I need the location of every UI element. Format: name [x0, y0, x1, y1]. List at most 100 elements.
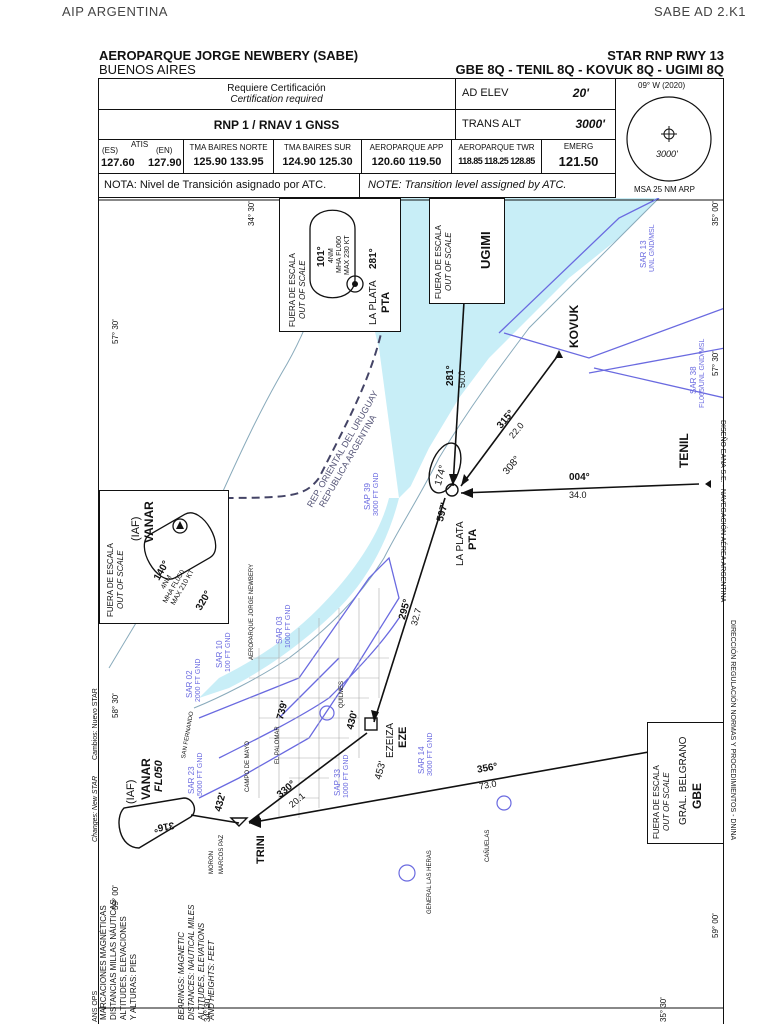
- twr-cell: AEROPARQUE TWR 118.85 118.25 128.85: [452, 140, 542, 174]
- sar13-limits: UNL GND/MSL: [649, 224, 656, 272]
- place-quilmes: QUILMES: [339, 680, 345, 708]
- change-en: Changes: New STAR: [92, 775, 99, 842]
- vanar-hold-iaf: (IAF): [130, 516, 142, 541]
- pta-inset-id: PTA: [380, 291, 392, 313]
- sap39-limits: 3000 FT GND: [373, 472, 380, 516]
- msa-altitude: 3000': [656, 149, 678, 159]
- vanar-holding-pattern: [143, 512, 217, 580]
- nav-spec: RNP 1 / RNAV 1 GNSS: [98, 110, 456, 140]
- pta-inset-name: LA PLATA: [368, 280, 379, 325]
- grid-lon-3530: 35° 30': [659, 997, 668, 1022]
- gbe-inset: FUERA DE ESCALA OUT OF SCALE GRAL. BELGR…: [647, 722, 723, 844]
- atis-freq-es: 127.60: [101, 157, 135, 169]
- atis-es: (ES): [102, 146, 118, 155]
- tenil-course: 004°: [569, 472, 590, 483]
- tenil-fix: TENIL: [677, 433, 691, 468]
- app-freqs: 120.60 119.50: [371, 156, 442, 168]
- pta-hold-outbound: 281°: [368, 248, 379, 269]
- pta-name: LA PLATA: [455, 521, 466, 566]
- pta-holding-inset: FUERA DE ESCALA OUT OF SCALE 101° 4NM MH…: [279, 198, 401, 332]
- place-aeroparque: AEROPARQUE JORGE NEWBERY: [249, 563, 255, 660]
- publication-header: AIP ARGENTINA: [62, 4, 168, 19]
- pta-hold-mha: MHA FL060: [336, 236, 343, 273]
- atis-label: ATIS: [131, 140, 149, 149]
- tma-sur-cell: TMA BAIRES SUR 124.90 125.30: [274, 140, 362, 174]
- sap33-label: SAP 33: [333, 769, 342, 796]
- sar10-limits: 100 FT GND: [225, 632, 232, 672]
- gbe-oos-es: FUERA DE ESCALA: [652, 765, 661, 839]
- procedure-routes: GBE 8Q - TENIL 8Q - KOVUK 8Q - UGIMI 8Q: [455, 62, 724, 77]
- cert-es: Requiere Certificación: [227, 82, 326, 94]
- sar13-label: SAR 13: [639, 240, 648, 268]
- tma-norte-freqs: 125.90 133.95: [193, 156, 264, 168]
- vanar-fix: VANAR: [139, 758, 153, 800]
- sar02-label: SAR 02: [185, 670, 194, 698]
- grid-lat-5900-right: 59° 00': [711, 913, 720, 938]
- note-en: NOTE: Transition level assigned by ATC.: [360, 174, 616, 198]
- chart-map: FUERA DE ESCALA OUT OF SCALE 101° 4NM MH…: [98, 198, 724, 1024]
- remark-es-4: Y ALTURAS: PIES: [129, 954, 138, 1020]
- remark-en-4: AND HEIGHTS: FEET: [207, 940, 216, 1020]
- eze-id: EZE: [397, 726, 409, 748]
- twr-freqs: 118.85 118.25 128.85: [458, 156, 535, 166]
- grid-lon-3430-top: 34° 30': [247, 201, 256, 226]
- msa-circle: [626, 96, 712, 182]
- remark-es-2: DISTANCIAS MILLAS NÁUTICAS: [109, 899, 118, 1020]
- vanar-hold-fix: VANAR: [142, 501, 156, 543]
- twr-label: AEROPARQUE TWR: [458, 143, 535, 152]
- ugimi-oos-es: FUERA DE ESCALA: [434, 225, 443, 299]
- place-moron: MORON: [209, 851, 215, 874]
- sar14-limits: 3000 FT GND: [427, 732, 434, 776]
- note-es: NOTA: Nivel de Transición asignado por A…: [98, 174, 360, 198]
- place-palomar: EL PALOMAR: [275, 726, 281, 764]
- pta-hold-leg: 4NM: [328, 248, 335, 263]
- msa-variation: 09° W (2020): [638, 81, 686, 90]
- pta-holding-pattern: [309, 209, 364, 299]
- vanar-oos-en: OUT OF SCALE: [116, 550, 125, 609]
- trans-alt-value: 3000': [575, 117, 605, 131]
- ugimi-oos-en: OUT OF SCALE: [444, 232, 453, 291]
- grid-lat-5730: 57° 30': [111, 319, 120, 344]
- ugimi-fix: UGIMI: [478, 231, 493, 269]
- trans-alt-cell: TRANS ALT 3000': [456, 110, 616, 140]
- gbe-name: GRAL. BELGRANO: [678, 736, 689, 825]
- app-cell: AEROPARQUE APP 120.60 119.50: [362, 140, 452, 174]
- gbe-id: GBE: [690, 782, 704, 809]
- vanar-oos-es: FUERA DE ESCALA: [106, 543, 115, 617]
- ugimi-course: 281°: [445, 365, 456, 386]
- pta-oos-es: FUERA DE ESCALA: [288, 253, 297, 327]
- sar14-label: SAR 14: [417, 746, 426, 774]
- airport-name: AEROPARQUE JORGE NEWBERY (SABE): [99, 48, 359, 63]
- tma-norte-label: TMA BAIRES NORTE: [189, 143, 268, 152]
- vanar-fl: FL050: [153, 760, 165, 792]
- sap39-label: SAP 39: [363, 483, 372, 510]
- kovuk-fix: KOVUK: [567, 304, 581, 348]
- remark-en-2: DISTANCES: NAUTICAL MILES: [187, 904, 196, 1020]
- tma-sur-label: TMA BAIRES SUR: [283, 143, 352, 152]
- side-right-eana: DISEÑO EANA S.E. - NAVEGACIÓN AÉREA ARGE…: [719, 420, 726, 603]
- info-panel: [98, 78, 724, 199]
- ugimi-inset: FUERA DE ESCALA OUT OF SCALE UGIMI: [429, 198, 505, 304]
- trini-fix: TRINI: [255, 835, 267, 864]
- place-marcos-paz: MARCOS PAZ: [219, 834, 225, 874]
- remark-en-1: BEARINGS: MAGNETIC: [177, 931, 186, 1020]
- ad-elev-label: AD ELEV: [462, 87, 509, 99]
- ad-elev-value: 20': [572, 86, 589, 100]
- pta-hold-speed: MAX 230 KT: [344, 235, 351, 275]
- ugimi-distance: 50.0: [457, 370, 467, 388]
- atis-freq-en: 127.90: [148, 157, 182, 169]
- atis-cell: ATIS (ES) (EN) 127.60 127.90: [98, 140, 184, 174]
- pta-hold-inbound: 101°: [316, 246, 327, 267]
- msa-cell: 09° W (2020) 3000' MSA 25 NM ARP: [616, 78, 724, 199]
- certification-cell: Requiere Certificación Certification req…: [98, 78, 456, 110]
- grid-lon-3500: 35° 00': [711, 201, 720, 226]
- sar23-label: SAR 23: [187, 766, 196, 794]
- place-canuelas: CAÑUELAS: [485, 829, 491, 862]
- tenil-distance: 34.0: [569, 490, 587, 500]
- tma-norte-cell: TMA BAIRES NORTE 125.90 133.95: [184, 140, 274, 174]
- sap33-limits: 1000 FT GND: [343, 754, 350, 798]
- remark-es-1: MARCACIONES MAGNÉTICAS: [99, 905, 108, 1020]
- trans-alt-label: TRANS ALT: [462, 118, 522, 130]
- atis-en: (EN): [156, 146, 173, 155]
- remark-es-3: ALTITUDES, ELEVACIONES: [119, 916, 128, 1020]
